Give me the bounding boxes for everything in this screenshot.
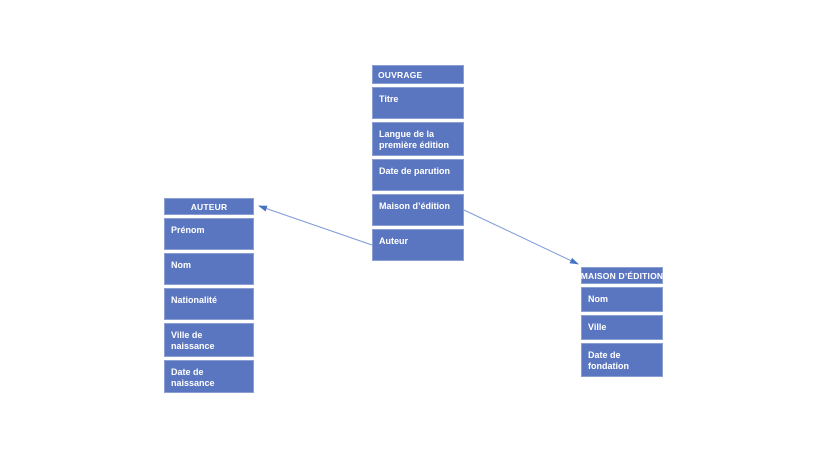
relation-ouvrage-auteur-arrow[interactable]: [258, 205, 373, 246]
entity-auteur-field[interactable]: Nationalité: [164, 288, 254, 320]
entity-maison_edition-field[interactable]: Ville: [581, 315, 663, 340]
entity-auteur-field[interactable]: Prénom: [164, 218, 254, 250]
entity-ouvrage-field[interactable]: Langue de la première édition: [372, 122, 464, 156]
entity-ouvrage-field[interactable]: Maison d’édition: [372, 193, 464, 226]
entity-auteur-field[interactable]: Nom: [164, 253, 254, 285]
entity-maison_edition-title[interactable]: MAISON D’ÉDITION: [581, 267, 663, 284]
entity-auteur-field[interactable]: Ville de naissance: [164, 323, 254, 357]
entity-ouvrage-title[interactable]: OUVRAGE: [372, 65, 464, 84]
entity-ouvrage-field[interactable]: Auteur: [372, 228, 464, 261]
entity-auteur-title[interactable]: AUTEUR: [164, 198, 254, 215]
entity-maison_edition-field[interactable]: Nom: [581, 287, 663, 312]
entity-maison_edition-field[interactable]: Date de fondation: [581, 343, 663, 377]
entity-auteur-field[interactable]: Date de naissance: [164, 359, 254, 393]
entity-ouvrage-field[interactable]: Date de parution: [372, 158, 464, 191]
relation-ouvrage-maison-edition-arrow[interactable]: [463, 209, 579, 265]
entity-ouvrage-field[interactable]: Titre: [372, 87, 464, 119]
